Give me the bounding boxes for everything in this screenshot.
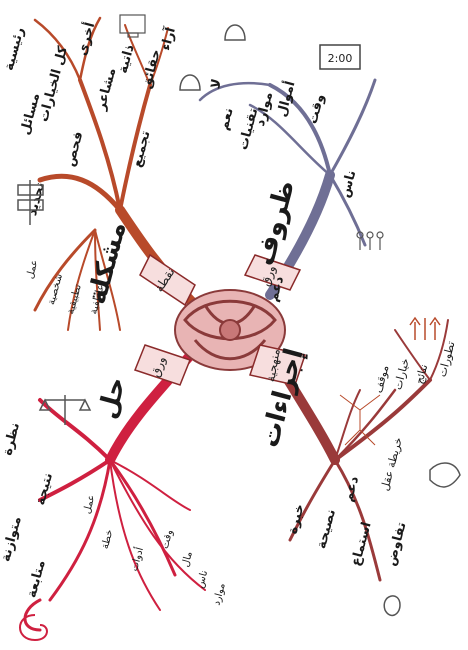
solution-small-label: وقت bbox=[160, 528, 176, 550]
procedures-small-label: خيارات bbox=[391, 357, 412, 391]
clock-display: 2:00 bbox=[328, 52, 353, 65]
solution-small-label: موارد bbox=[211, 582, 227, 607]
problem-main-label: تحديد bbox=[25, 181, 48, 218]
procedures-small-label: تطورات bbox=[436, 340, 458, 379]
root-network-icon bbox=[340, 395, 380, 445]
solution-small-label: عمل bbox=[82, 494, 98, 516]
computer-icon bbox=[120, 15, 145, 37]
solution-sub-label: نظرة bbox=[0, 421, 23, 457]
growth-arrows-icon bbox=[410, 318, 440, 340]
problem-sub-label: حقائق bbox=[139, 48, 164, 91]
problem-sub-label: كل الخيارات bbox=[36, 44, 71, 123]
procedures-sub-label: نصيحة bbox=[314, 508, 339, 551]
problem-sub-label: ذاتية bbox=[116, 43, 138, 75]
procedures-sub-label: تفاوض bbox=[384, 521, 410, 568]
solution-small-label: مال bbox=[180, 550, 195, 568]
solution-sub-label: نتيجة bbox=[33, 471, 56, 507]
procedures-small-label: موقف bbox=[372, 364, 392, 395]
problem-sub-label: تجميع bbox=[130, 129, 154, 169]
ear-icon bbox=[384, 596, 400, 616]
circumstances-sub-label: لا bbox=[208, 77, 225, 90]
digital-clock-icon: 2:00 bbox=[320, 45, 360, 69]
hub-problem-label: مشكلة bbox=[82, 218, 133, 307]
circumstances-sub-label: ناس bbox=[338, 169, 360, 200]
problem-small-label: شخصية bbox=[46, 273, 65, 307]
hub-solution-label: حل bbox=[92, 374, 132, 422]
circumstances-sub-label: أموال bbox=[273, 79, 299, 119]
circumstances-sub-label: تقنيات bbox=[236, 106, 262, 151]
procedures-sub-label: خبرة bbox=[285, 502, 307, 535]
solution-sub-label: متوازنة bbox=[0, 515, 25, 564]
ribbon-top-left: نقطة bbox=[140, 255, 195, 305]
procedures-small-label: خريطة عقل bbox=[378, 436, 405, 492]
handshake-icon bbox=[430, 463, 460, 487]
scales-icon bbox=[40, 395, 90, 425]
problem-sub-label: مشاعر bbox=[94, 66, 120, 113]
solution-small-label: خطة bbox=[100, 528, 116, 550]
problem-sub-label: آراء bbox=[156, 25, 179, 52]
circumstances-sub-label: نعم bbox=[216, 106, 236, 132]
solution-sub-label: متابعة bbox=[24, 559, 48, 600]
circumstances-sub-label: وقت bbox=[305, 92, 327, 125]
problem-sub-label: فحص bbox=[63, 130, 87, 168]
spiral-arrow-icon bbox=[20, 615, 47, 640]
problem-sub-label: رئيسية bbox=[2, 26, 28, 72]
problem-sub-label: أخرى bbox=[73, 20, 98, 57]
problem-small-label: عمل bbox=[25, 259, 41, 281]
solution-small-label: ناس bbox=[195, 569, 210, 589]
